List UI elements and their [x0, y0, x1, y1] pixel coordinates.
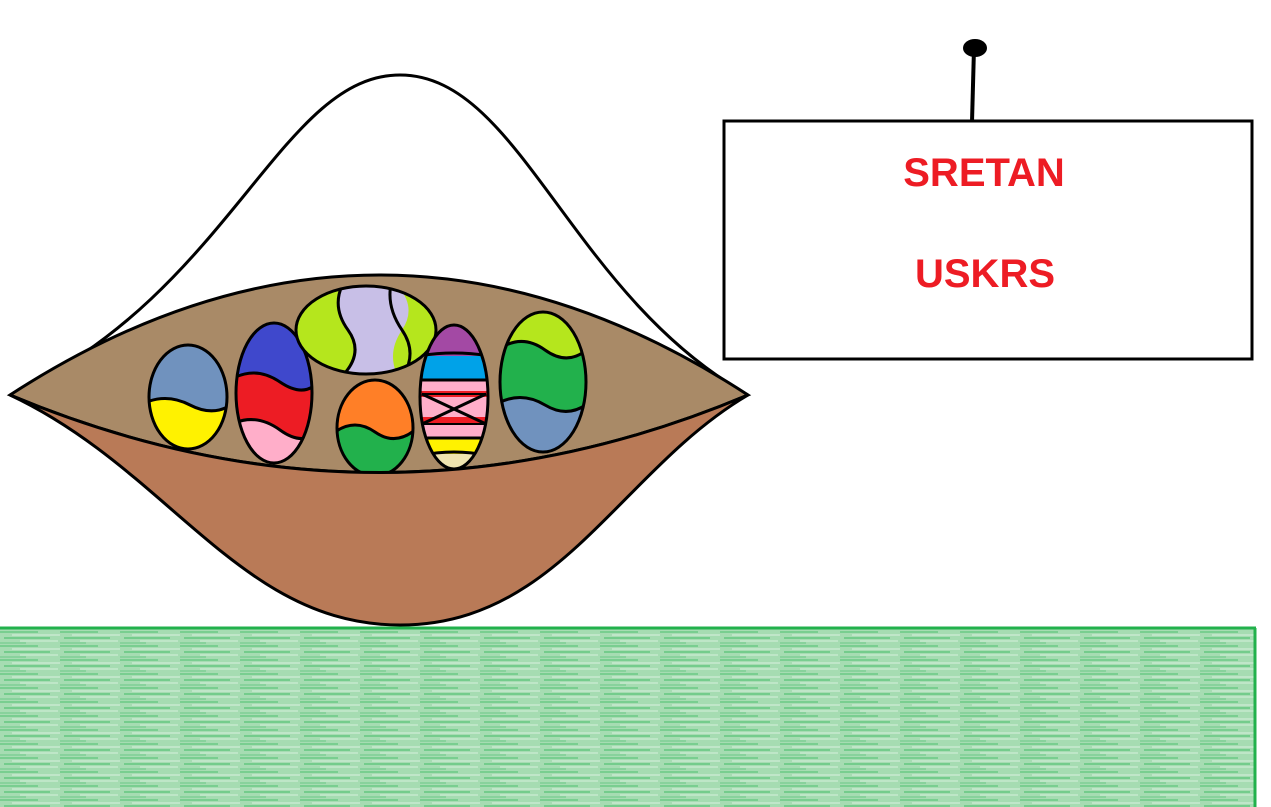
sign-board: [722, 119, 1254, 361]
sign-nail: [963, 39, 987, 57]
easter-egg-icon: [418, 323, 490, 471]
grass: [0, 626, 1257, 807]
sign-line-2: USKRS: [915, 252, 1055, 296]
easter-egg-icon: [234, 321, 314, 465]
grass-field: [0, 628, 1256, 807]
easter-egg-icon: [498, 310, 588, 454]
easter-egg-icon: [335, 378, 415, 473]
sign-pole: [970, 47, 976, 123]
basket-icon: [6, 73, 752, 627]
signboard-icon: SRETAN USKRS: [722, 39, 1254, 361]
easter-egg-icon: [294, 284, 438, 376]
basket-front: [9, 393, 749, 627]
sign-line-1: SRETAN: [903, 151, 1064, 195]
basket-handle: [9, 73, 749, 397]
